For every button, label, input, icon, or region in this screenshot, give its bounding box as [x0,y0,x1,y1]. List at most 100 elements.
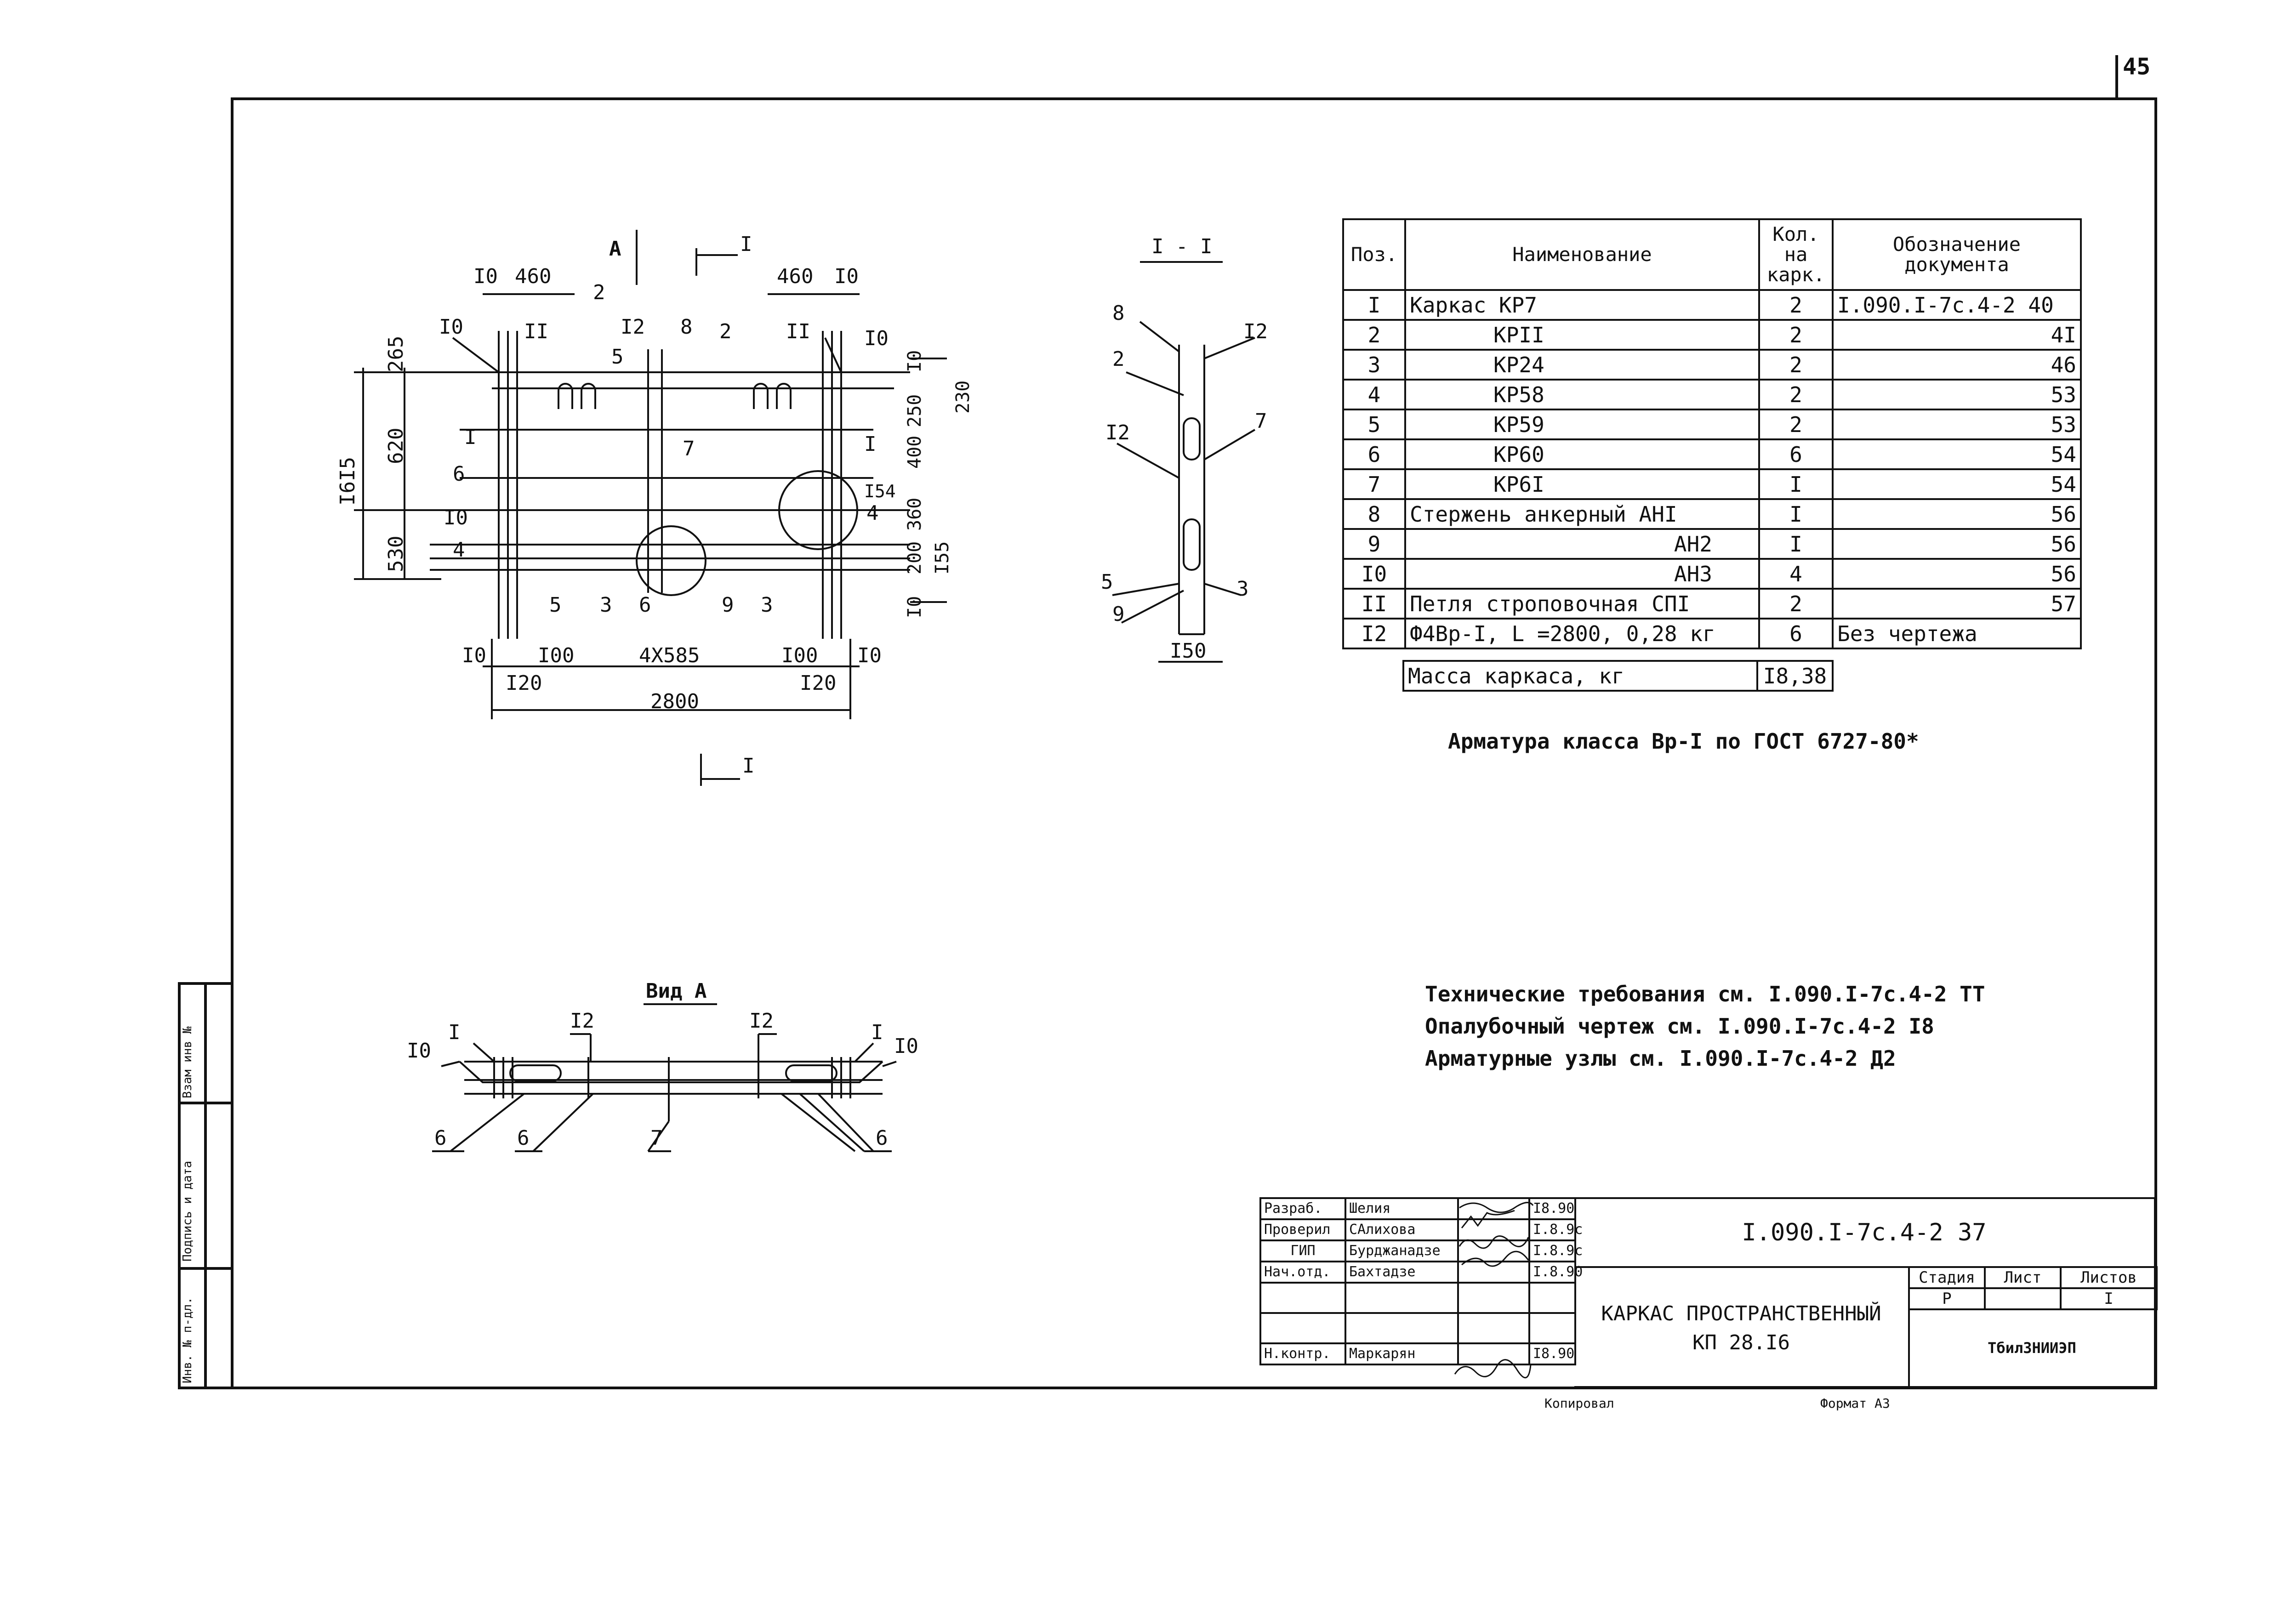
pos-label-1-a: I [464,426,477,449]
signer-role: ГИП [1259,1239,1346,1262]
cell-doc: Без чертежа [1832,618,2082,649]
section-pos-5: 5 [1101,570,1113,594]
pos-label-11-b: II [786,320,810,343]
section-mark-top: I [740,233,752,256]
dim-left-530: 530 [384,535,408,572]
signer-date [1528,1312,1576,1344]
pos-label-10-a: I0 [439,315,463,339]
signer-role: Проверил [1259,1218,1346,1241]
pos-label-1-b: I [864,432,877,456]
section-pos-12-mid: I2 [1105,421,1130,444]
cell-doc: 56 [1832,498,2082,530]
cell-qty: 2 [1758,409,1834,440]
signer-row [1259,1282,1576,1314]
cell-qty: I [1758,528,1834,560]
cell-name: Ф4Вр-I, L =2800, 0,28 кг [1404,618,1760,649]
sheet-label: Лист [1984,1266,2062,1289]
pos-label-10-c: I0 [444,506,468,529]
cell-pos: I2 [1342,618,1406,649]
view-arrow-label: А [609,237,621,261]
cell-pos: 6 [1342,438,1406,470]
header-pos: Поз. [1342,218,1406,291]
cell-name: КР24 [1404,349,1760,381]
cell-qty: 2 [1758,319,1834,351]
cell-doc: 46 [1832,349,2082,381]
view-a-pos-1-left: I [448,1021,461,1044]
signer-role: Н.контр. [1259,1342,1346,1365]
cell-doc: 54 [1832,468,2082,500]
signer-signature [1457,1282,1530,1314]
signer-date: I8.90 [1528,1197,1576,1220]
signer-role: Разраб. [1259,1197,1346,1220]
signer-name [1345,1282,1459,1314]
dim-top-left-10: I0 [473,265,498,288]
cell-name: Петля строповочная СПI [1404,588,1760,620]
dim-right-230: 230 [952,380,974,414]
dim-right-155: I55 [932,541,953,574]
dim-left-620: 620 [384,427,408,464]
cell-qty: 2 [1758,349,1834,381]
signer-signature [1457,1342,1530,1365]
header-qty: Кол. на карк. [1758,218,1834,291]
section-mark-bottom: I [742,754,755,778]
cell-pos: I [1342,289,1406,321]
dim-bottom-100-left: I00 [538,644,575,667]
signer-role [1259,1282,1346,1314]
mass-value: I8,38 [1756,660,1834,692]
view-a-pos-12-right: I2 [749,1009,774,1033]
pos-label-3-a: 3 [600,593,612,617]
cell-doc: 53 [1832,379,2082,410]
org-name: ТбилЗНИИЭП [1988,1339,2076,1357]
view-a-pos-6-b: 6 [517,1126,530,1150]
dim-top-right-460: 460 [777,265,814,288]
note-rebar-nodes: Арматурные узлы см. I.090.I-7c.4-2 Д2 [1425,1046,1896,1071]
cell-name: КРII [1404,319,1760,351]
sheets-value: I [2060,1287,2158,1310]
signer-date: I8.90 [1528,1342,1576,1365]
note-formwork-drawing: Опалубочный чертеж см. I.090.I-7c.4-2 I8 [1425,1014,1934,1039]
view-a-pos-12-left: I2 [570,1009,594,1033]
strip-label-signature-date: Подпись и дата [181,1160,194,1262]
cell-pos: 8 [1342,498,1406,530]
header-name: Наименование [1404,218,1760,291]
view-a-pos-1-right: I [871,1021,883,1044]
sheets-label: Листов [2060,1266,2158,1289]
mass-row: Масса каркаса, кг I8,38 [1402,660,1834,692]
cell-qty: 2 [1758,289,1834,321]
cell-pos: 7 [1342,468,1406,500]
cell-qty: I [1758,498,1834,530]
title-block-main: I.090.I-7c.4-2 37 КАРКАС ПРОСТРАНСТВЕННЫ… [1574,1197,2158,1388]
signer-date: I.8.90 [1528,1261,1583,1284]
dim-bottom-10-left: I0 [462,644,486,667]
signer-name: Бахтадзе [1345,1261,1459,1284]
dim-bottom-4x585: 4X585 [639,644,700,667]
signer-signature [1457,1218,1530,1241]
section-pos-2: 2 [1112,347,1125,371]
doc-code: I.090.I-7c.4-2 37 [1742,1219,1987,1246]
pos-label-8: 8 [680,315,693,339]
cell-name: КР59 [1404,409,1760,440]
cell-name: Каркас КР7 [1404,289,1760,321]
cell-doc: 57 [1832,588,2082,620]
dim-right-400: 400 [904,435,925,469]
pos-label-4-b: 4 [866,501,879,525]
cell-pos: 9 [1342,528,1406,560]
cell-pos: I0 [1342,558,1406,590]
cell-pos: 2 [1342,319,1406,351]
dim-bottom-120-left: I20 [506,671,542,695]
dim-top-left-460: 460 [515,265,552,288]
view-a-pos-10-left: I0 [407,1039,431,1063]
footer-format: Формат А3 [1820,1396,1890,1411]
sheet-title-line1: КАРКАС ПРОСТРАНСТВЕННЫЙ [1601,1302,1881,1325]
pos-label-2-a: 2 [593,281,605,304]
